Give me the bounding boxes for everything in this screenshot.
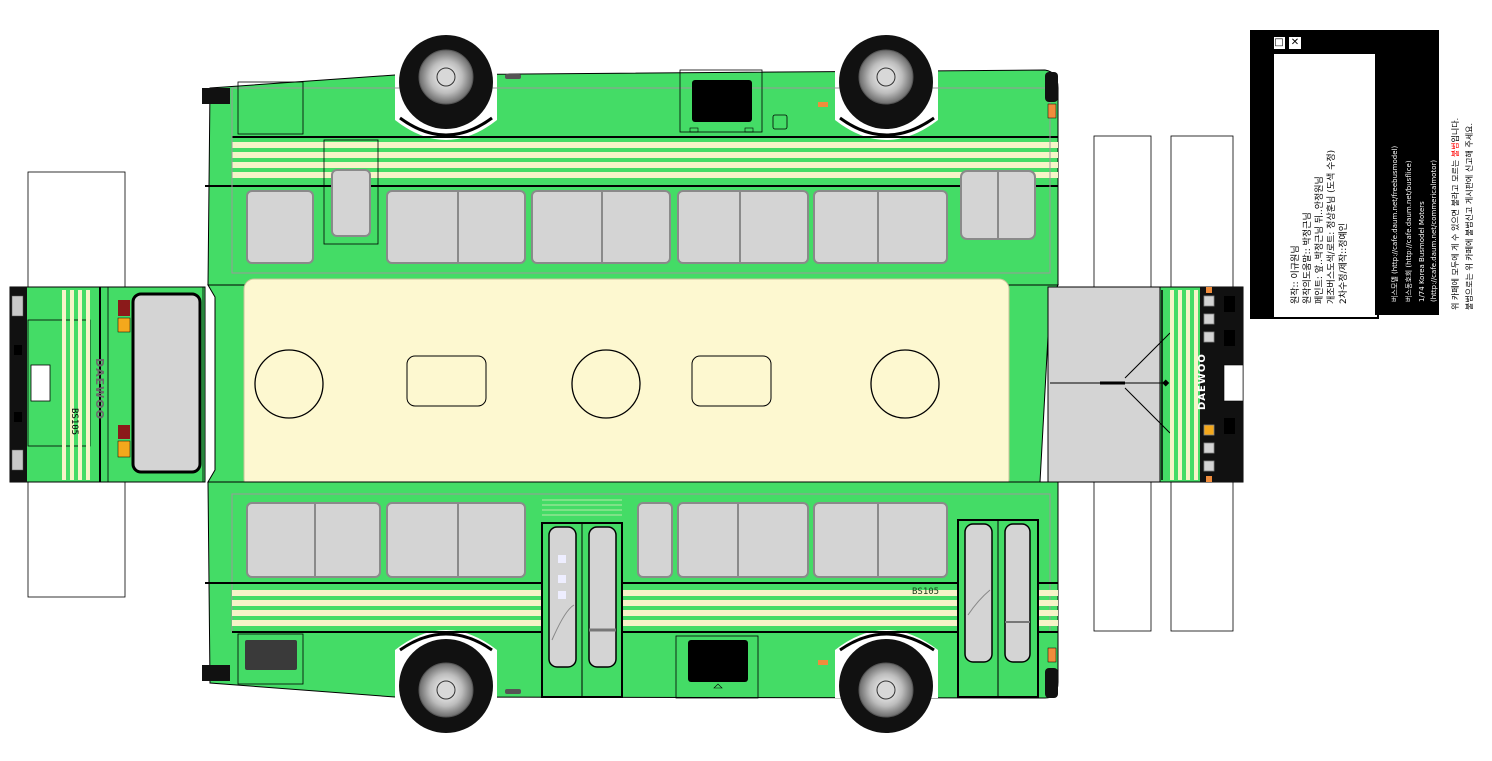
link-text-2: 버스동호회 (http://cafe.daum.net/busflice) xyxy=(1405,160,1413,302)
side-panel-bottom xyxy=(202,481,1059,733)
side-model-label: BS105 xyxy=(912,587,939,597)
front-door xyxy=(957,519,1039,698)
credit-line-5: 2차수정/제작::정예인 xyxy=(1339,222,1349,304)
rear-door xyxy=(541,522,623,698)
bottom-side-windows xyxy=(246,502,948,578)
front-brand-label: DAEWOO xyxy=(1197,353,1208,410)
top-side-windows xyxy=(246,169,1036,264)
wheel-top-rear xyxy=(399,35,493,129)
maximize-icon: □ xyxy=(1272,36,1286,50)
copyright-title: COPYRIGHT xyxy=(1272,115,1290,222)
notice-line-2: 불법으로는 위 카페에 불법신고 게시판에 신고해 주세요. xyxy=(1465,122,1474,310)
side-panel-top xyxy=(202,35,1059,286)
wheel-bottom-rear xyxy=(399,639,493,733)
copyright-links-band xyxy=(1375,30,1439,315)
close-icon: ✕ xyxy=(1288,36,1302,50)
copyright-sidebar xyxy=(1252,32,1274,317)
notice-highlight: 불법 xyxy=(1451,142,1460,158)
front-face xyxy=(1047,135,1244,632)
link-text-3: 1/74 Korea Busmodel Moters xyxy=(1418,201,1426,302)
rear-brand-label: DAEWOO xyxy=(93,358,106,420)
rear-face xyxy=(9,171,206,598)
notice-suffix: 입니다. xyxy=(1451,117,1460,143)
link-text-1: 버스모델 (http://cafe.daum.net/freebusmodel) xyxy=(1391,145,1399,302)
rear-model-label: BS105 xyxy=(69,408,79,435)
notice-line-1: 위 카페에 모두에 게 수 있으면 불라고 모르는 불법입니다. xyxy=(1450,118,1461,310)
copyright-panel: _ □ ✕ COPYRIGHT 원작:: 이규원님 원작의도움말:: 박정근님 … xyxy=(1250,30,1379,319)
wheel-top-front xyxy=(839,35,933,129)
wheel-bottom-front xyxy=(839,639,933,733)
notice-prefix: 위 카페에 모두에 게 수 있으면 불라고 모르는 xyxy=(1451,157,1460,310)
roof-panel xyxy=(207,278,1059,490)
link-text-4: (http://cafe.daum.net/commericalmotor) xyxy=(1430,159,1438,302)
